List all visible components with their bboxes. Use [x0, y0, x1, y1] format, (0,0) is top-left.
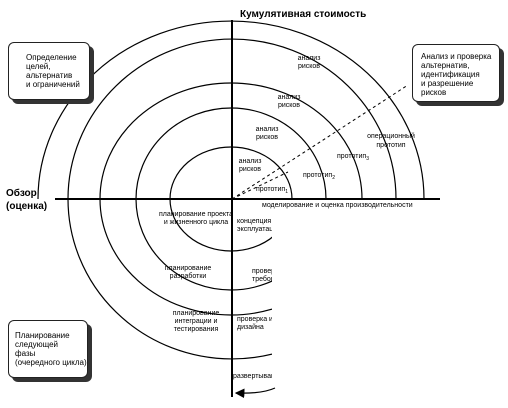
- requirements-label-line2: требований: [252, 275, 290, 283]
- review-label-line2: (оценка): [6, 201, 47, 212]
- prototype-3-label: прототип3: [337, 153, 369, 162]
- planning-dev-line2: разработки: [170, 272, 207, 280]
- deployment-label: развертывание: [233, 373, 283, 380]
- prototype-2-label: прототип2: [303, 172, 335, 181]
- dashed-guide-lower: [231, 171, 289, 200]
- quadrant-risk-analysis-text: Анализ и проверка альтернатив, идентифик…: [421, 52, 492, 97]
- operational-prototype-label-line1: операционный: [367, 132, 415, 140]
- quadrant-objectives-text: Определение целей, альтернатив и огранич…: [26, 53, 80, 89]
- progress-arrow: [234, 387, 276, 399]
- quadrant-objectives-box: Определение целей, альтернатив и огранич…: [8, 42, 90, 100]
- concept-label-line2: эксплуатации: [237, 226, 281, 233]
- quadrant-risk-analysis-box: Анализ и проверка альтернатив, идентифик…: [412, 44, 500, 102]
- cumulative-cost-label: Кумулятивная стоимость: [240, 9, 366, 20]
- planning-project-line1: планирование проекта: [159, 211, 233, 218]
- planning-integration-line1: планирование: [173, 310, 220, 317]
- planning-integration-line2: интеграции и: [175, 318, 218, 325]
- planning-dev-line1: планирование: [165, 265, 212, 272]
- review-label-line1: Обзор: [6, 187, 37, 199]
- planning-project-line2: и жизненного цикла: [164, 219, 228, 226]
- quadrant-planning-box: Планирование следующей фазы (очередного …: [8, 320, 88, 378]
- prototype-1-label: прототип1: [256, 186, 288, 195]
- requirements-label-line1: проверка: [252, 268, 282, 275]
- dashed-guide-upper: [231, 84, 409, 200]
- modeling-label: моделирование и оценка производительност…: [262, 202, 413, 209]
- operational-prototype-label-line2: прототип: [376, 142, 405, 149]
- design-label-line1: проверка и: [237, 316, 273, 323]
- concept-label-line1: концепция: [237, 218, 271, 225]
- quadrant-planning-text: Планирование следующей фазы (очередного …: [15, 331, 87, 367]
- design-label-line2: дизайна: [237, 323, 264, 331]
- planning-integration-line3: тестирования: [174, 326, 219, 333]
